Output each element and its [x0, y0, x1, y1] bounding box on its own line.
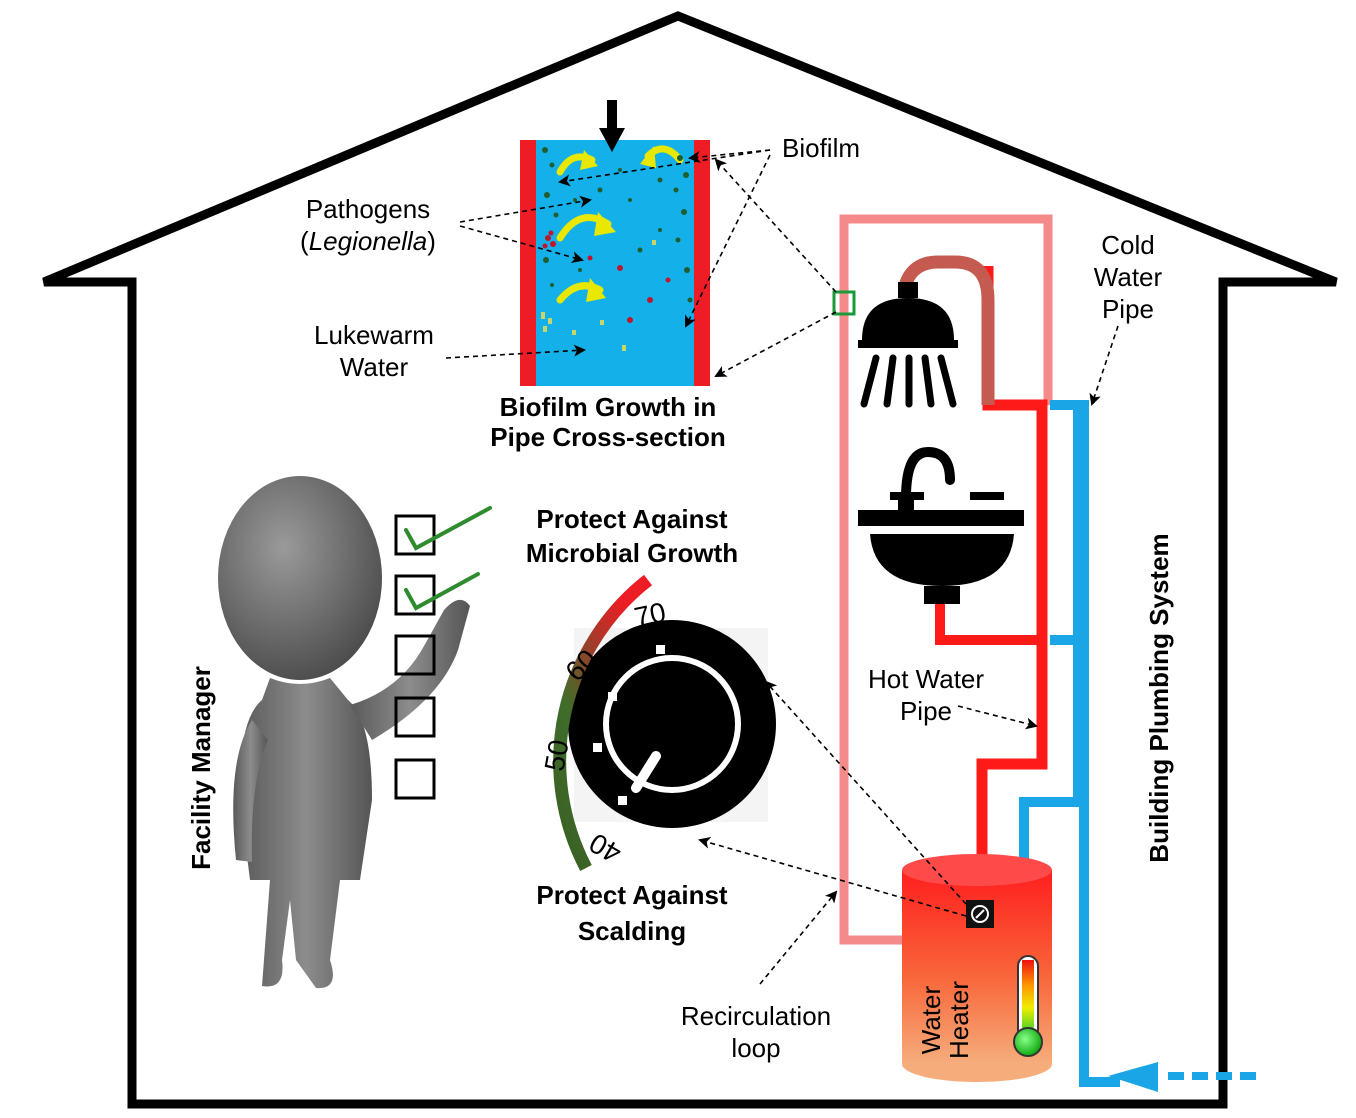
checkmark-2 — [404, 572, 480, 611]
flow-arrow-shaft — [607, 100, 617, 132]
biofilm-label: Biofilm — [782, 133, 860, 163]
pipe-wall-left — [520, 140, 536, 386]
cross-section-title-line2: Pipe Cross-section — [490, 422, 726, 452]
temperature-dial — [568, 620, 776, 828]
pathogens-label: Pathogens — [306, 194, 430, 224]
checkbox-1 — [394, 514, 436, 556]
protect-microbial-line2: Microbial Growth — [526, 538, 738, 568]
checkbox-3 — [394, 634, 436, 676]
biofilm-specks — [542, 147, 693, 303]
checkbox-2 — [394, 574, 436, 616]
shower-arm — [898, 255, 995, 405]
recirculation-label-line2: loop — [731, 1033, 780, 1063]
leader-lines — [445, 149, 1119, 985]
pipe-water — [532, 140, 700, 386]
flow-arrow-head — [599, 128, 625, 152]
shower-head-icon — [858, 282, 958, 408]
hot-pipe-to-sink — [935, 590, 1042, 645]
cross-section-title-line1: Biofilm Growth in — [500, 392, 717, 422]
cold-pipe-label-line3: Pipe — [1102, 294, 1154, 324]
pathogen-specks — [542, 230, 671, 323]
pathogens-sub-label: (Legionella) — [300, 226, 436, 256]
thermometer-icon — [1013, 955, 1043, 1057]
cold-pipe-label-line2: Water — [1094, 262, 1163, 292]
water-heater — [902, 854, 1052, 1082]
facility-manager-figure — [218, 476, 470, 989]
lukewarm-label-line1: Lukewarm — [314, 320, 434, 350]
sink-icon — [858, 446, 1024, 604]
checklist — [394, 514, 436, 800]
house-outline — [42, 11, 1338, 1109]
building-plumbing-label: Building Plumbing System — [1144, 533, 1174, 862]
checkbox-4 — [394, 696, 436, 738]
checkbox-5 — [394, 758, 436, 800]
facility-manager-label: Facility Manager — [186, 666, 216, 870]
cold-inlet-arrowhead — [1108, 1062, 1158, 1092]
heater-label-line1: Water — [916, 985, 946, 1054]
pipe-cross-section — [520, 100, 710, 386]
protect-scalding-line1: Protect Against — [536, 880, 728, 910]
protect-scalding-line2: Scalding — [578, 916, 686, 946]
checkmarks — [404, 506, 492, 611]
checkmark-1 — [404, 506, 492, 551]
pipe-wall-right — [694, 140, 710, 386]
dial-tick-50: 50 — [539, 737, 575, 773]
hot-pipe-label-line1: Hot Water — [868, 664, 984, 694]
heater-label-line2: Heater — [944, 981, 974, 1059]
lukewarm-label-line2: Water — [340, 352, 409, 382]
protect-microbial-line1: Protect Against — [536, 504, 728, 534]
hot-pipe-label-line2: Pipe — [900, 696, 952, 726]
recirculation-label-line1: Recirculation — [681, 1001, 831, 1031]
cold-pipe-label-line1: Cold — [1101, 230, 1154, 260]
lukewarm-specks — [541, 240, 656, 351]
eddy-arrowheads — [580, 146, 656, 302]
temperature-arc — [553, 574, 653, 872]
dial-tick-70: 70 — [632, 596, 669, 633]
cross-section-location-marker — [832, 290, 856, 316]
